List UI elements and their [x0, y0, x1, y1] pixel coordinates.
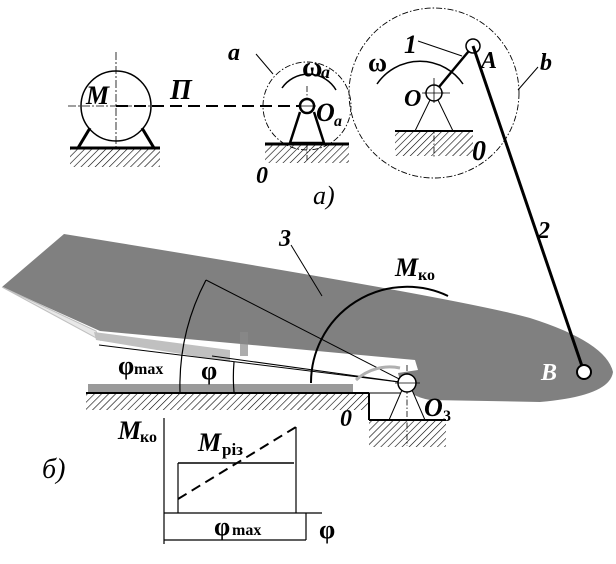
knife-blade [2, 234, 613, 402]
pivot-o3: O 3 [369, 365, 451, 447]
table-hatch [86, 394, 369, 410]
pivot-rotation-arc [354, 365, 401, 382]
knife-shadow [94, 332, 230, 362]
phi-arc [232, 361, 235, 393]
rod-label: 2 [537, 218, 550, 244]
phi-max-arc [179, 279, 207, 393]
motor-leg-right [140, 127, 156, 149]
connecting-rod-2 [471, 45, 586, 373]
knife-leader [290, 244, 323, 297]
transmission-label: П [169, 75, 193, 106]
caption-a: а) [313, 181, 335, 210]
knife-label: 3 [278, 226, 291, 252]
motor: М [68, 52, 162, 167]
phi-line [211, 355, 408, 384]
motor-leg-left [76, 127, 92, 149]
gear-b-pitch-circle [348, 7, 520, 179]
motor-ground-hatch [70, 149, 160, 167]
gear-b: ω 1 A b O 0 [348, 7, 552, 179]
gear-b-label: b [540, 50, 552, 76]
span-label: φ [214, 512, 230, 541]
cutting-label: M [197, 428, 222, 457]
gear-b-ground-hatch [395, 132, 473, 156]
gear-a-ground-label: 0 [256, 163, 268, 189]
span-label-sub: max [232, 522, 261, 539]
gear-a: a ω a O a 0 [228, 40, 352, 189]
gear-a-center-sub: a [334, 113, 342, 130]
joint-B-label: B [540, 360, 557, 386]
gear-b-rotation-arc [376, 60, 464, 85]
gear-a-omega-sub: a [321, 62, 330, 82]
phi-max-line [98, 344, 408, 384]
gear-a-leader [255, 53, 274, 75]
moment-arc [309, 285, 449, 384]
pivot-hatch [369, 421, 446, 447]
crank-label: 1 [404, 30, 417, 59]
gear-a-omega: ω [302, 52, 322, 83]
knife-position-line [205, 279, 408, 384]
phi-max-label: φ [118, 351, 134, 380]
joint-B [576, 364, 592, 380]
graph-y-label: M [117, 416, 142, 445]
joint-A-label: A [479, 48, 497, 74]
phi-label: φ [201, 356, 217, 385]
gear-b-leader [517, 66, 539, 91]
gear-b-ground-label: 0 [472, 136, 486, 167]
gear-a-ground-hatch [265, 145, 349, 163]
graph-y-label-sub: ко [140, 429, 157, 446]
moment-label: M [394, 253, 419, 282]
pivot-label-sub: 3 [443, 408, 451, 425]
gear-a-center-label: O [316, 98, 335, 127]
graph-x-label: φ [319, 515, 335, 544]
caption-b: б) [42, 454, 65, 485]
phi-max-label-sub: max [134, 361, 163, 378]
gear-b-center-label: O [404, 86, 421, 112]
gear-a-rotation-arc [281, 73, 337, 91]
crank-1 [433, 45, 474, 94]
cutting-label-sub: різ [222, 440, 243, 459]
knife-moment-line [177, 426, 297, 500]
motor-label: М [85, 81, 110, 110]
gear-b-omega: ω [368, 48, 387, 77]
moment-graph: M ко M різ φ max φ [117, 416, 335, 544]
pivot-label: O [424, 393, 443, 422]
crank-leader [417, 40, 463, 57]
ground-label: 0 [340, 406, 352, 432]
knife-slot [240, 332, 248, 356]
gear-a-label: a [228, 40, 240, 66]
moment-label-sub: ко [418, 267, 435, 284]
table-plate [88, 384, 353, 393]
